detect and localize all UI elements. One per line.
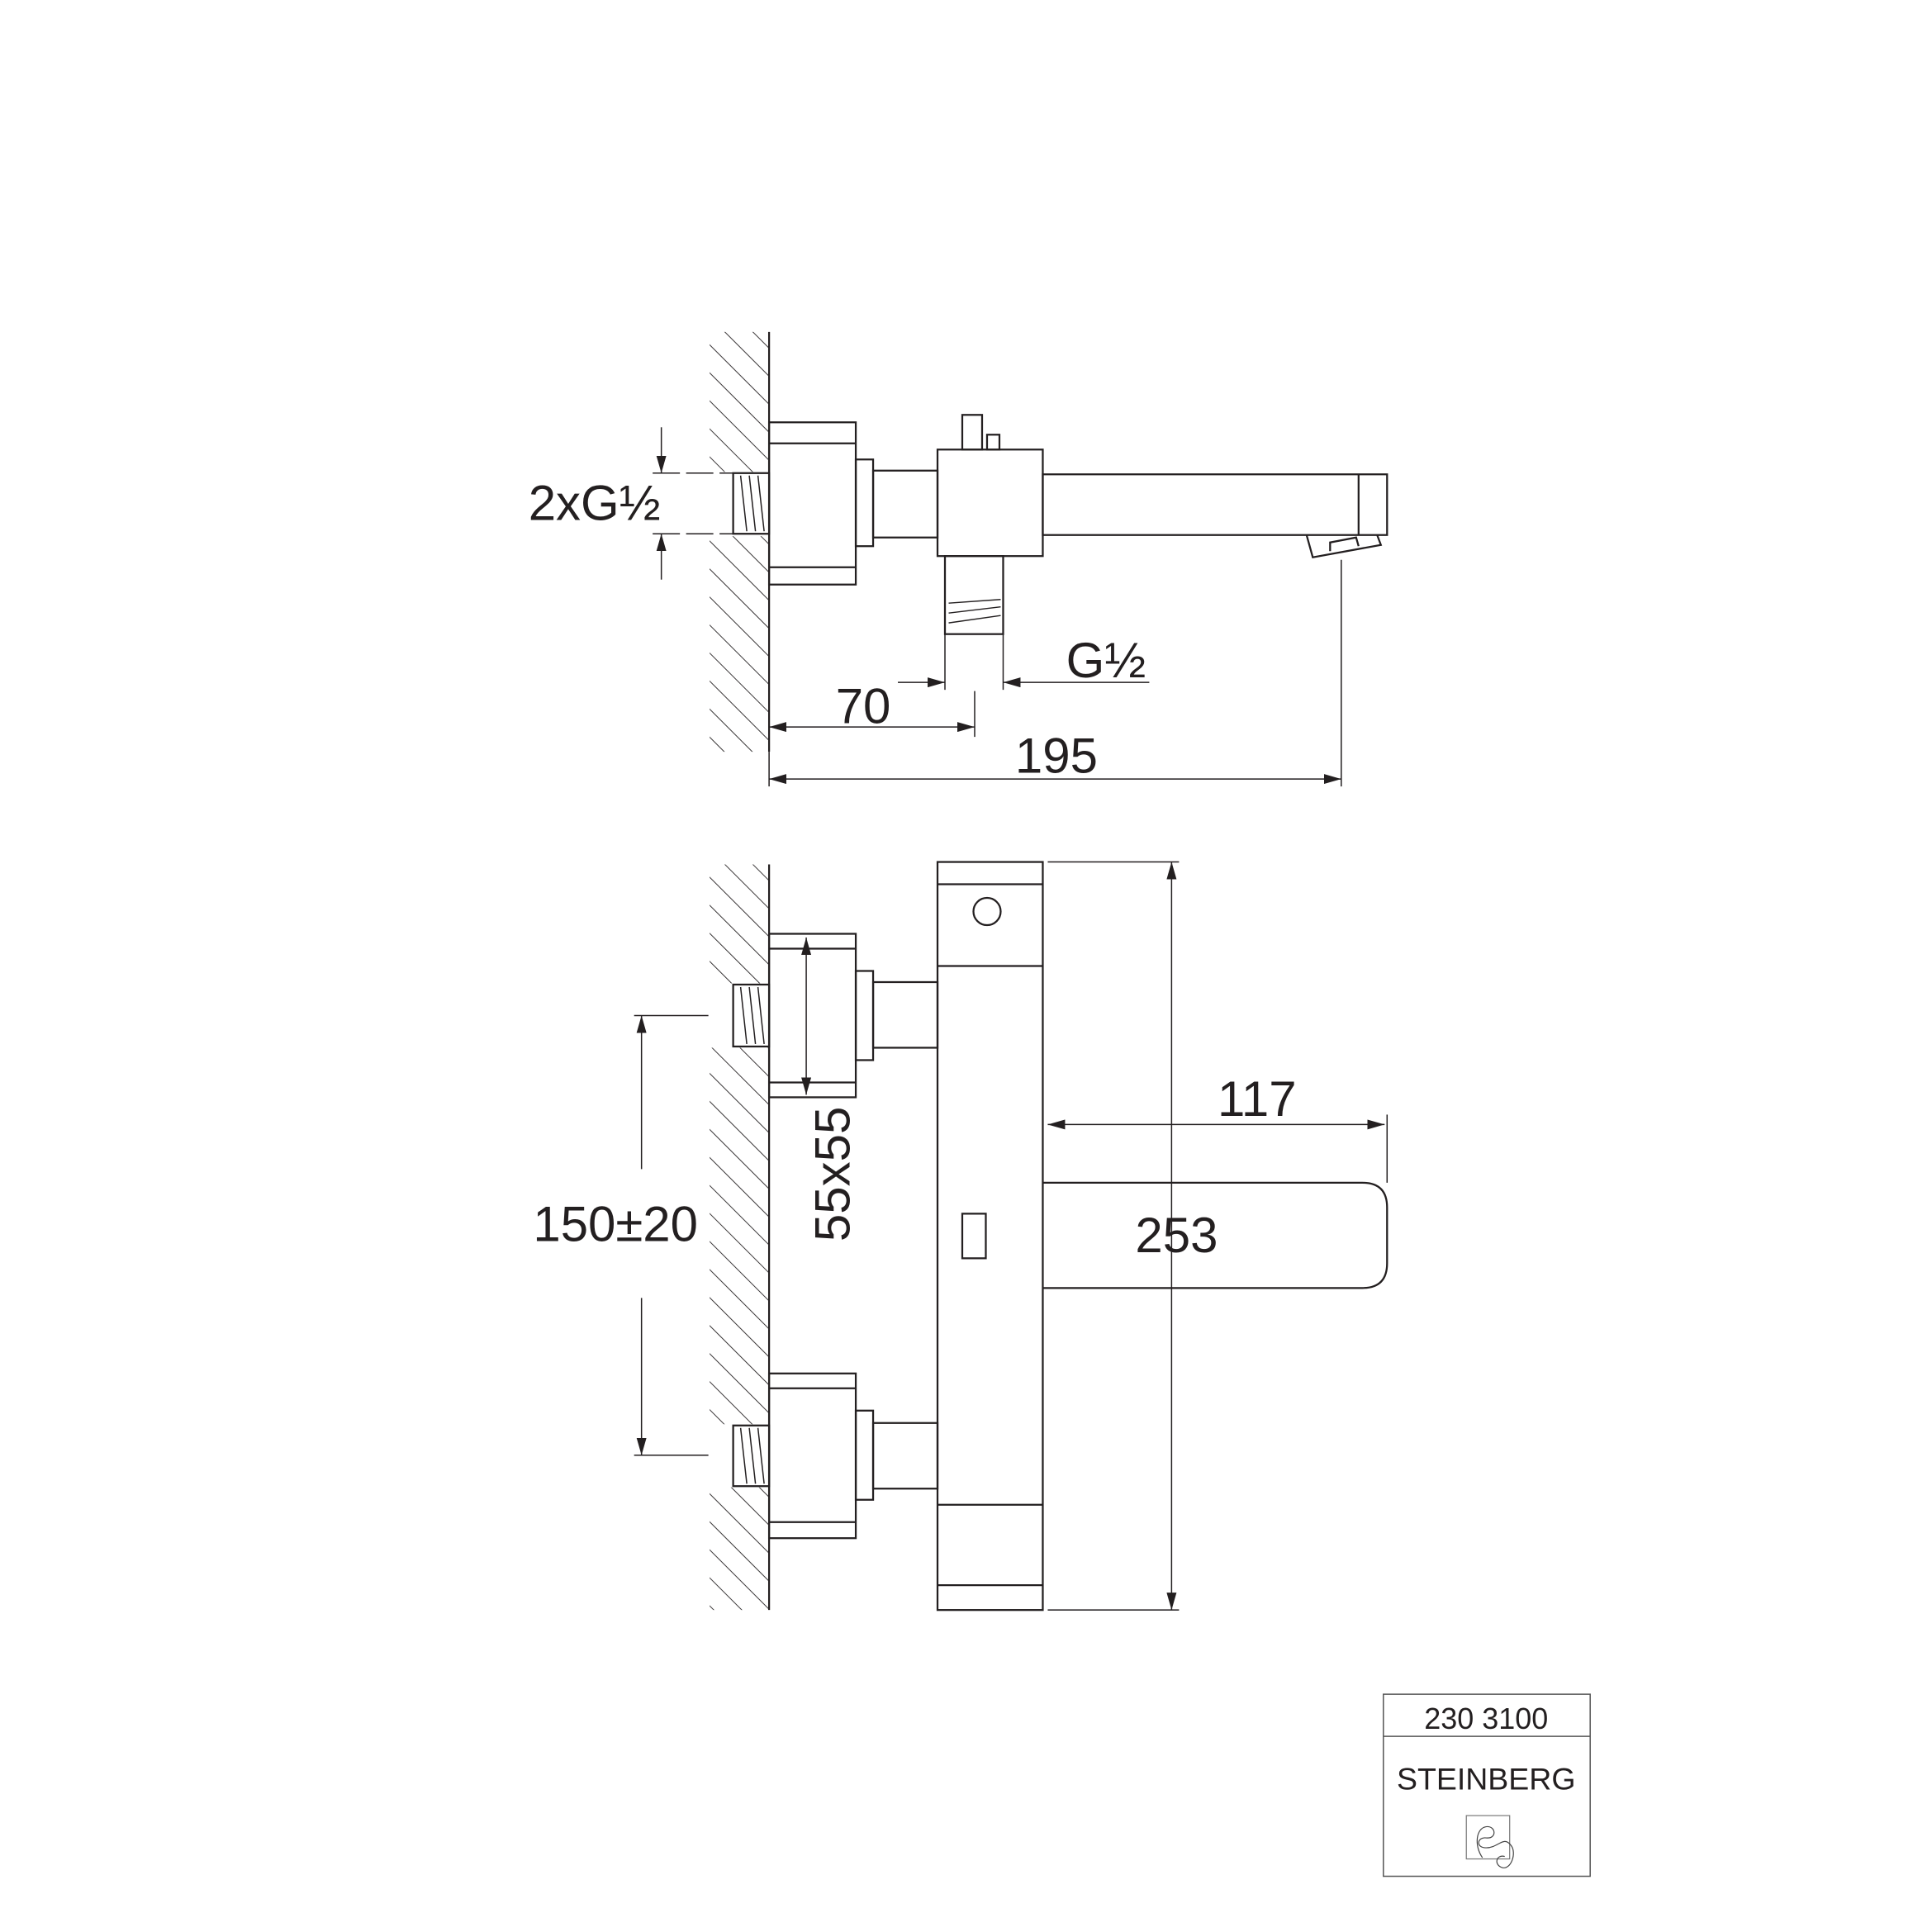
article-number: 230 3100 (1424, 1702, 1548, 1735)
spout (1042, 473, 1388, 559)
lower-inlet (732, 1372, 939, 1540)
mixer-body (936, 414, 1044, 635)
wall-hatch-front (710, 864, 771, 1611)
dim-outlet-thread: G½ (1066, 633, 1146, 688)
wall-flange (767, 421, 939, 586)
front-view: 150±20 55x55 117 253 (533, 861, 1388, 1612)
brand-logo-icon (1465, 1815, 1514, 1868)
dim-150: 150±20 (533, 1196, 698, 1251)
dimensions-front (634, 861, 1388, 1611)
dim-70: 70 (836, 679, 891, 734)
dimensions-top (653, 427, 1342, 787)
thermostat-body (936, 861, 1044, 1612)
spout-front (1042, 1181, 1388, 1289)
dim-117: 117 (1218, 1071, 1297, 1127)
dim-55x55: 55x55 (805, 1107, 861, 1241)
dim-inlet-thread: 2xG½ (529, 476, 661, 531)
inlet-thread (732, 472, 771, 535)
dim-253: 253 (1135, 1208, 1218, 1263)
wall-hatch (710, 331, 771, 752)
title-block: 230 3100 STEINBERG (1383, 1693, 1591, 1877)
brand-name: STEINBERG (1397, 1762, 1576, 1797)
top-view: 2xG½ G½ 70 195 (529, 331, 1388, 787)
dim-195: 195 (1015, 729, 1098, 784)
